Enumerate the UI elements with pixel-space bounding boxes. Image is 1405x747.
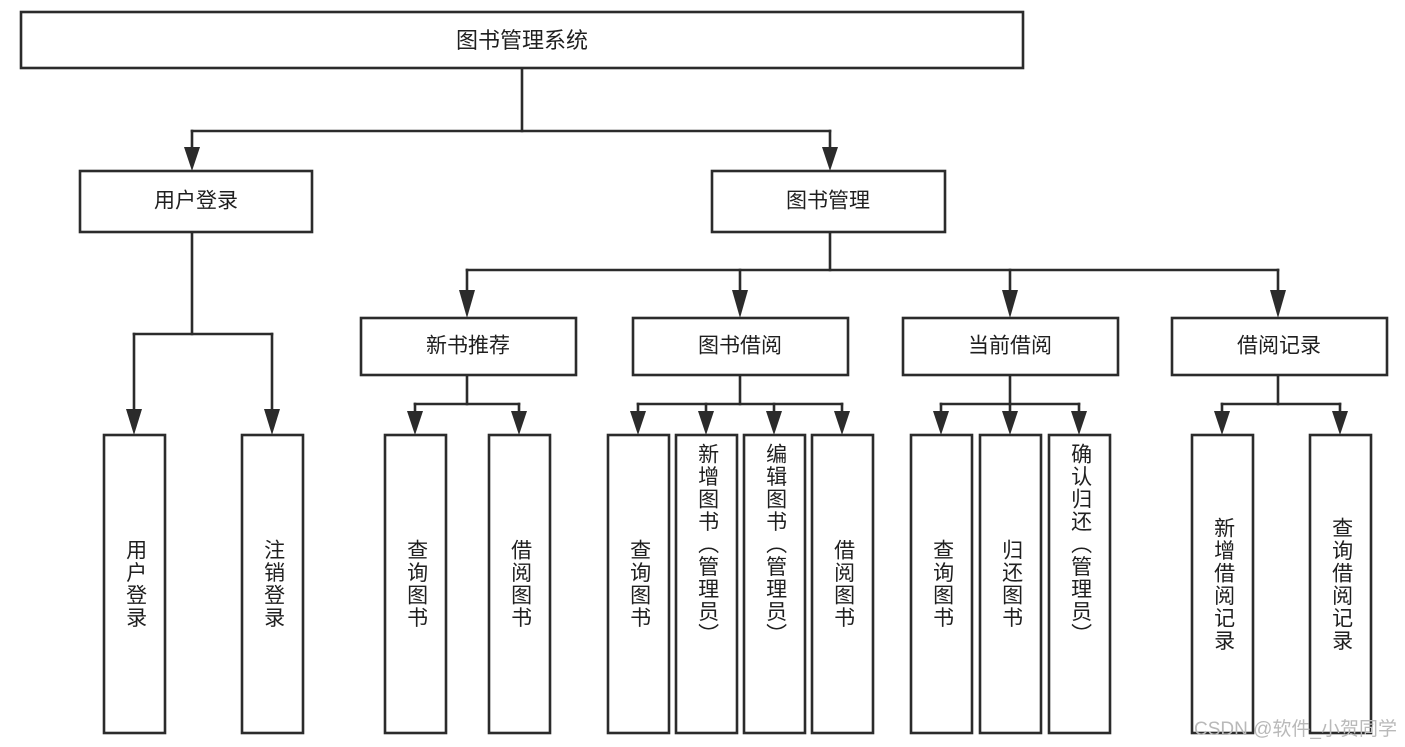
arrow-l3-new-book <box>459 290 475 318</box>
leaf-box-newbook-query[interactable] <box>383 433 448 735</box>
arrow-bb-leaf2 <box>698 411 714 435</box>
arrow-ul-leaf1 <box>126 409 142 435</box>
arrow-newbook-leaf1 <box>407 411 423 435</box>
node-book-manage-label: 图书管理 <box>786 190 870 213</box>
arrow-cb-leaf3 <box>1071 411 1087 435</box>
node-new-book-recommend-label: 新书推荐 <box>426 335 510 358</box>
node-current-borrow-box[interactable] <box>901 316 1120 377</box>
arrow-br-leaf1 <box>1214 411 1230 435</box>
arrow-l3-book-borrow <box>732 290 748 318</box>
node-root-label: 图书管理系统 <box>456 28 588 53</box>
arrow-ul-leaf2 <box>264 409 280 435</box>
leaf-box-br-add[interactable] <box>1190 433 1255 735</box>
arrow-l3-borrow-record <box>1270 290 1286 318</box>
leaf-box-cb-confirm[interactable] <box>1047 433 1112 735</box>
leaf-box-cb-query[interactable] <box>909 433 974 735</box>
leaf-box-logout[interactable] <box>240 433 305 735</box>
arrow-newbook-leaf2 <box>511 411 527 435</box>
arrow-book-manage <box>822 147 838 171</box>
leaf-box-bb-query[interactable] <box>606 433 671 735</box>
node-user-login-label: 用户登录 <box>154 190 238 213</box>
arrow-bb-leaf4 <box>834 411 850 435</box>
leaf-box-newbook-borrow[interactable] <box>487 433 552 735</box>
node-root-box[interactable] <box>19 10 1025 70</box>
node-book-manage-box[interactable] <box>710 169 947 234</box>
node-borrow-record-label: 借阅记录 <box>1237 335 1321 358</box>
leaf-box-cb-return[interactable] <box>978 433 1043 735</box>
arrow-user-login <box>184 147 200 171</box>
leaf-box-bb-borrow[interactable] <box>810 433 875 735</box>
arrow-l3-current-borrow <box>1002 290 1018 318</box>
leaf-box-bb-add[interactable] <box>674 433 739 735</box>
edges-group <box>126 66 1348 435</box>
leaf-box-br-query[interactable] <box>1308 433 1373 735</box>
arrow-cb-leaf1 <box>933 411 949 435</box>
node-user-login-box[interactable] <box>78 169 314 234</box>
leaf-box-bb-edit[interactable] <box>742 433 807 735</box>
leaf-box-user-login[interactable] <box>102 433 167 735</box>
arrow-bb-leaf1 <box>630 411 646 435</box>
nodes-group: 图书管理系统 用户登录 图书管理 新书推荐 图书借阅 当前借阅 借阅记录 <box>19 10 1389 735</box>
node-book-borrow-box[interactable] <box>631 316 850 377</box>
node-new-book-recommend-box[interactable] <box>359 316 578 377</box>
node-book-borrow-label: 图书借阅 <box>698 335 782 358</box>
csdn-watermark: CSDN @软件_小贺同学 <box>1194 719 1397 740</box>
node-borrow-record-box[interactable] <box>1170 316 1389 377</box>
node-current-borrow-label: 当前借阅 <box>968 335 1052 358</box>
arrow-bb-leaf3 <box>766 411 782 435</box>
arrow-br-leaf2 <box>1332 411 1348 435</box>
arrow-cb-leaf2 <box>1002 411 1018 435</box>
